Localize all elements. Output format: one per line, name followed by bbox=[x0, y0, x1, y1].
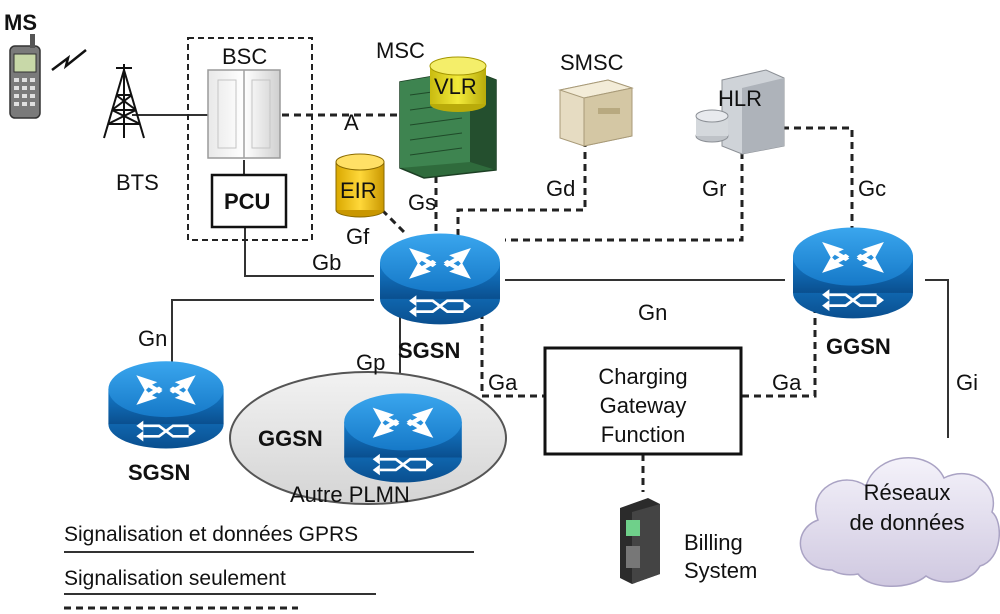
billing-label-line2: System bbox=[684, 558, 758, 583]
ggsn-other-router-icon bbox=[342, 391, 464, 484]
hlr-label: HLR bbox=[718, 86, 763, 111]
interface-gd-label: Gd bbox=[546, 176, 576, 201]
sgsn-main-router-icon bbox=[378, 231, 502, 326]
hlr-server-icon bbox=[695, 69, 785, 155]
cgf-label-line2: Gateway bbox=[599, 393, 687, 418]
gd-interface bbox=[456, 140, 587, 238]
interface-a-label: A bbox=[344, 110, 359, 135]
dashed-links bbox=[64, 113, 854, 610]
ms-phone-icon bbox=[9, 34, 41, 119]
interface-ga-right-label: Ga bbox=[772, 370, 802, 395]
gf-interface bbox=[380, 208, 406, 234]
interface-gp-label: Gp bbox=[356, 350, 386, 375]
interface-gn-left-label: Gn bbox=[138, 326, 168, 351]
bsc-frame bbox=[187, 37, 313, 241]
smsc-server-icon bbox=[558, 79, 634, 147]
other-plmn-label: Autre PLMN bbox=[290, 482, 410, 507]
interface-gs-label: Gs bbox=[408, 190, 437, 215]
smsc-label: SMSC bbox=[560, 50, 624, 75]
solid-links bbox=[132, 114, 949, 438]
eir-database-icon bbox=[335, 153, 385, 218]
interface-gn-mid-label: Gn bbox=[638, 300, 668, 325]
pcu-sgsn-gb-link bbox=[244, 227, 374, 277]
cgf-label: Charging Gateway Function bbox=[545, 362, 741, 449]
interface-gf-label: Gf bbox=[346, 224, 370, 249]
pcu-box bbox=[210, 173, 288, 229]
ms-label: MS bbox=[4, 10, 37, 35]
interface-gi-label: Gi bbox=[956, 370, 978, 395]
legend-dashed-label: Signalisation seulement bbox=[64, 567, 286, 590]
cloud-label-line1: Réseaux bbox=[863, 480, 951, 505]
msc-label: MSC bbox=[376, 38, 425, 63]
pcu-label: PCU bbox=[224, 189, 271, 214]
gc-interface bbox=[770, 126, 854, 230]
cgf-label-line3: Function bbox=[600, 422, 686, 447]
bsc-cabinet-icon bbox=[207, 69, 281, 159]
cgf-box bbox=[543, 346, 743, 456]
sgsn-other-router-icon bbox=[106, 359, 226, 450]
cloud-label-line2: de données bbox=[849, 510, 965, 535]
cgf-label-line1: Charging bbox=[598, 364, 688, 389]
gr-interface bbox=[505, 140, 744, 242]
ggsn-gi-link bbox=[925, 279, 949, 438]
bsc-label: BSC bbox=[222, 44, 268, 69]
sgsn-other-label: SGSN bbox=[128, 460, 191, 485]
ggsn-other-label: GGSN bbox=[258, 426, 323, 451]
radio-link-icon bbox=[51, 49, 87, 71]
bts-label: BTS bbox=[116, 170, 159, 195]
billing-label-line1: Billing bbox=[684, 530, 743, 555]
legend-solid-samples bbox=[64, 551, 474, 595]
eir-label: EIR bbox=[340, 178, 377, 203]
vlr-database-icon bbox=[429, 56, 487, 112]
interface-gc-label: Gc bbox=[858, 176, 887, 201]
data-network-cloud bbox=[799, 457, 1000, 587]
billing-server-icon bbox=[620, 498, 660, 584]
ga-left-interface bbox=[480, 312, 545, 398]
ggsn-main-router-icon bbox=[791, 225, 915, 320]
ga-right-interface bbox=[742, 306, 817, 398]
interface-gr-label: Gr bbox=[702, 176, 727, 201]
vlr-label: VLR bbox=[434, 74, 477, 99]
interface-gb-label: Gb bbox=[312, 250, 342, 275]
sgsn-main-label: SGSN bbox=[398, 338, 461, 363]
cloud-label: Réseaux de données bbox=[822, 478, 992, 538]
bts-tower-icon bbox=[103, 64, 145, 139]
ggsn-main-label: GGSN bbox=[826, 334, 891, 359]
sgsn-sgsn-gn-link bbox=[171, 299, 374, 366]
legend-solid-label: Signalisation et données GPRS bbox=[64, 523, 359, 546]
interface-ga-left-label: Ga bbox=[488, 370, 518, 395]
